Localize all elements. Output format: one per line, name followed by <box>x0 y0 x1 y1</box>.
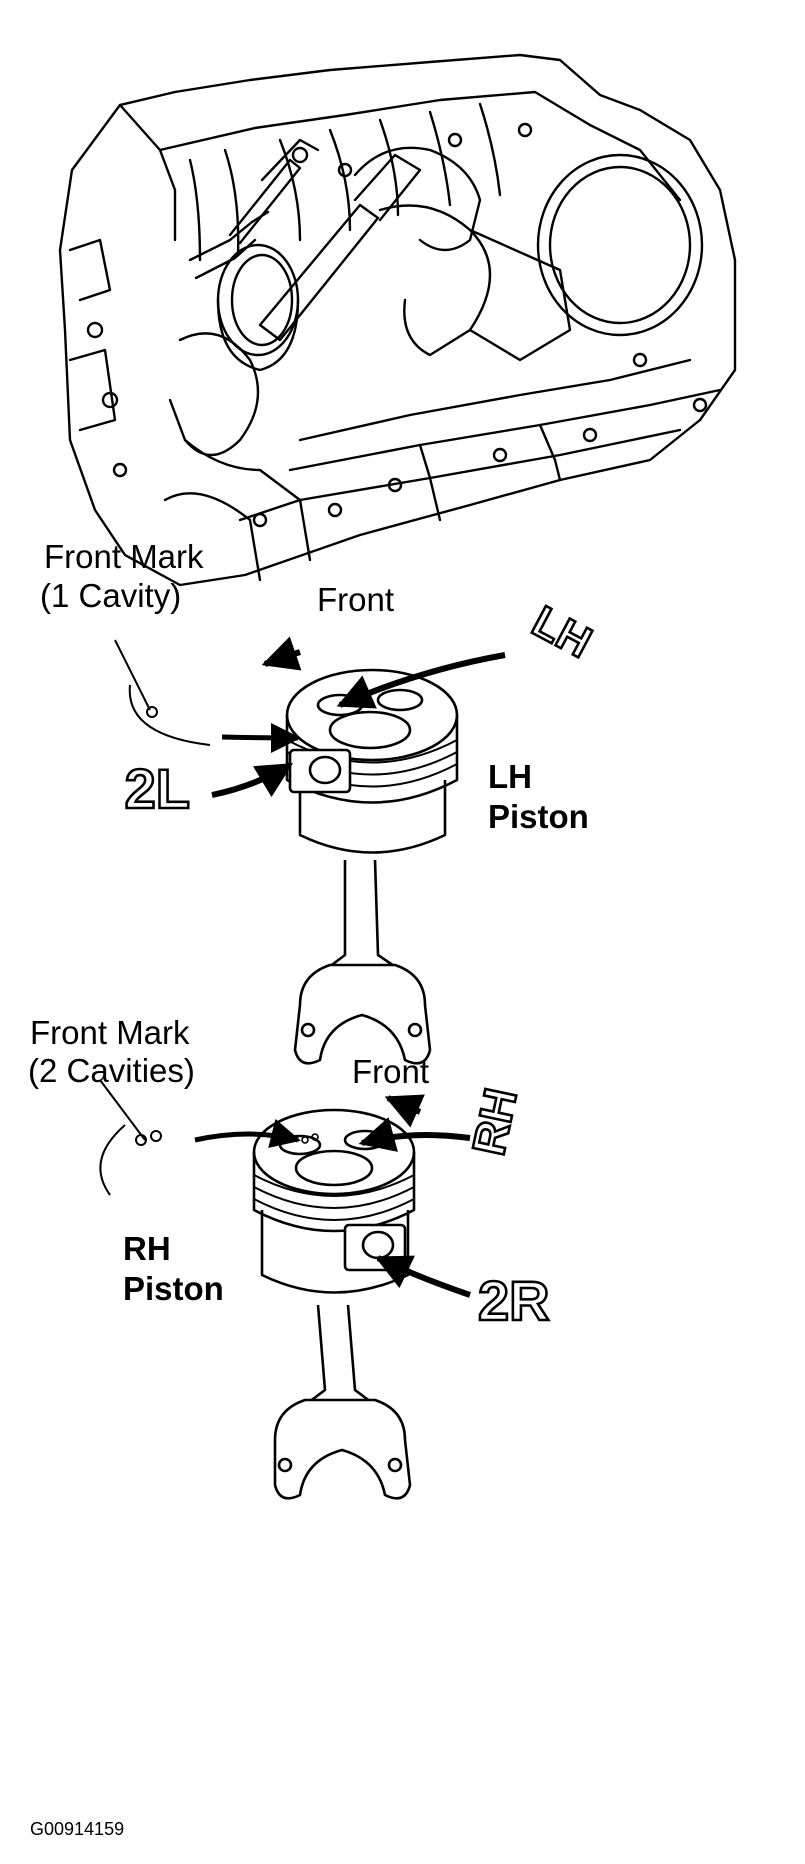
engine-block-illustration <box>58 53 737 587</box>
rh-cavity-dot-2 <box>150 1130 162 1142</box>
rh-front-mark-arrow <box>194 1118 301 1149</box>
lh-front-mark-arrow <box>221 722 301 753</box>
lh-front-mark-title: Front Mark <box>44 538 204 575</box>
lh-front-label: Front <box>317 581 395 618</box>
lh-front-mark-leader <box>114 639 151 711</box>
figure-code: G00914159 <box>30 1819 125 1839</box>
lh-piston-label: Piston <box>488 798 589 835</box>
lh-cavity-dot <box>146 706 158 718</box>
lh-piston-illustration <box>285 668 459 1065</box>
rh-2r-arrow <box>374 1255 471 1298</box>
rh-piston-label-side: RH <box>123 1230 171 1267</box>
rh-cavity-dot-1 <box>135 1134 147 1146</box>
rh-stamp-callout: RH <box>461 1082 528 1160</box>
svg-text:RH: RH <box>462 1084 527 1160</box>
rh-front-direction-arrow <box>384 1094 425 1128</box>
rh-front-mark-leader <box>99 1079 146 1141</box>
rh-2r-code: 2R <box>478 1269 550 1332</box>
rh-cavity-mark-2 <box>311 1133 319 1141</box>
lh-piston-label-side: LH <box>488 758 532 795</box>
lh-front-mark-zoom-arc <box>128 684 211 746</box>
lh-2l-arrow <box>211 762 294 798</box>
lh-front-direction-arrow <box>261 636 302 671</box>
lh-stamp-arrow <box>336 652 506 709</box>
rh-piston-illustration <box>252 1108 416 1500</box>
lh-front-mark-subtitle: (1 Cavity) <box>40 577 182 614</box>
rh-front-mark-zoom-arc <box>99 1124 126 1196</box>
rh-stamp-arrow <box>358 1117 471 1152</box>
svg-text:LH: LH <box>524 597 599 668</box>
rh-cavity-mark-1 <box>301 1136 309 1144</box>
lh-stamp-callout: LH <box>523 595 600 668</box>
lh-2l-code: 2L <box>125 757 190 820</box>
rh-front-mark-title: Front Mark <box>30 1014 190 1051</box>
rh-front-mark-subtitle: (2 Cavities) <box>28 1052 195 1089</box>
rh-piston-label: Piston <box>123 1270 224 1307</box>
rh-front-label: Front <box>352 1053 430 1090</box>
